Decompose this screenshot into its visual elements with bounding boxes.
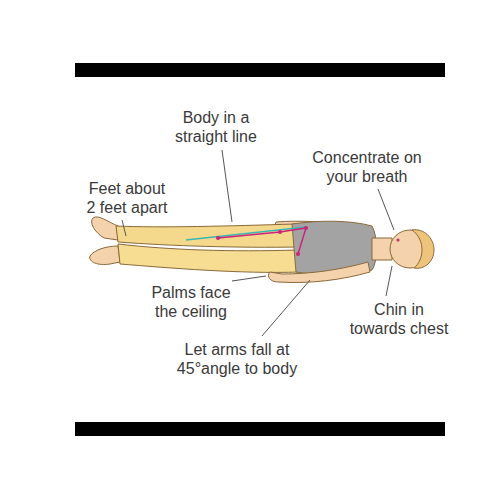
keypoint xyxy=(216,236,220,240)
far-leg xyxy=(116,224,298,247)
neck xyxy=(372,238,392,260)
leader-line xyxy=(222,150,232,222)
keypoint-line xyxy=(218,228,306,254)
leader-line xyxy=(386,266,392,296)
leader-line xyxy=(232,276,266,281)
near-foot xyxy=(90,246,120,265)
leader-line xyxy=(378,189,394,230)
callout-label: Concentrate on your breath xyxy=(312,148,422,186)
near-leg xyxy=(118,244,300,272)
keypoint xyxy=(296,252,300,256)
keypoint xyxy=(278,230,282,234)
hair xyxy=(412,230,434,269)
callout-label: Chin in towards chest xyxy=(346,300,452,338)
callout-label: Body in a straight line xyxy=(165,108,267,146)
leader-line xyxy=(262,280,310,336)
bottom-bar xyxy=(75,422,445,436)
eye-marker xyxy=(396,238,399,241)
callout-label: Feet about 2 feet apart xyxy=(84,179,170,217)
leader-line xyxy=(122,220,126,236)
alignment-line xyxy=(186,227,306,240)
top-bar xyxy=(75,63,445,77)
near-arm xyxy=(268,262,370,283)
pose-markers xyxy=(186,226,308,256)
callout-label: Palms face the ceiling xyxy=(144,283,238,321)
reclining-figure xyxy=(90,217,434,283)
keypoint xyxy=(304,226,308,230)
callout-label: Let arms fall at 45°angle to body xyxy=(166,340,308,378)
far-foot xyxy=(92,217,118,240)
